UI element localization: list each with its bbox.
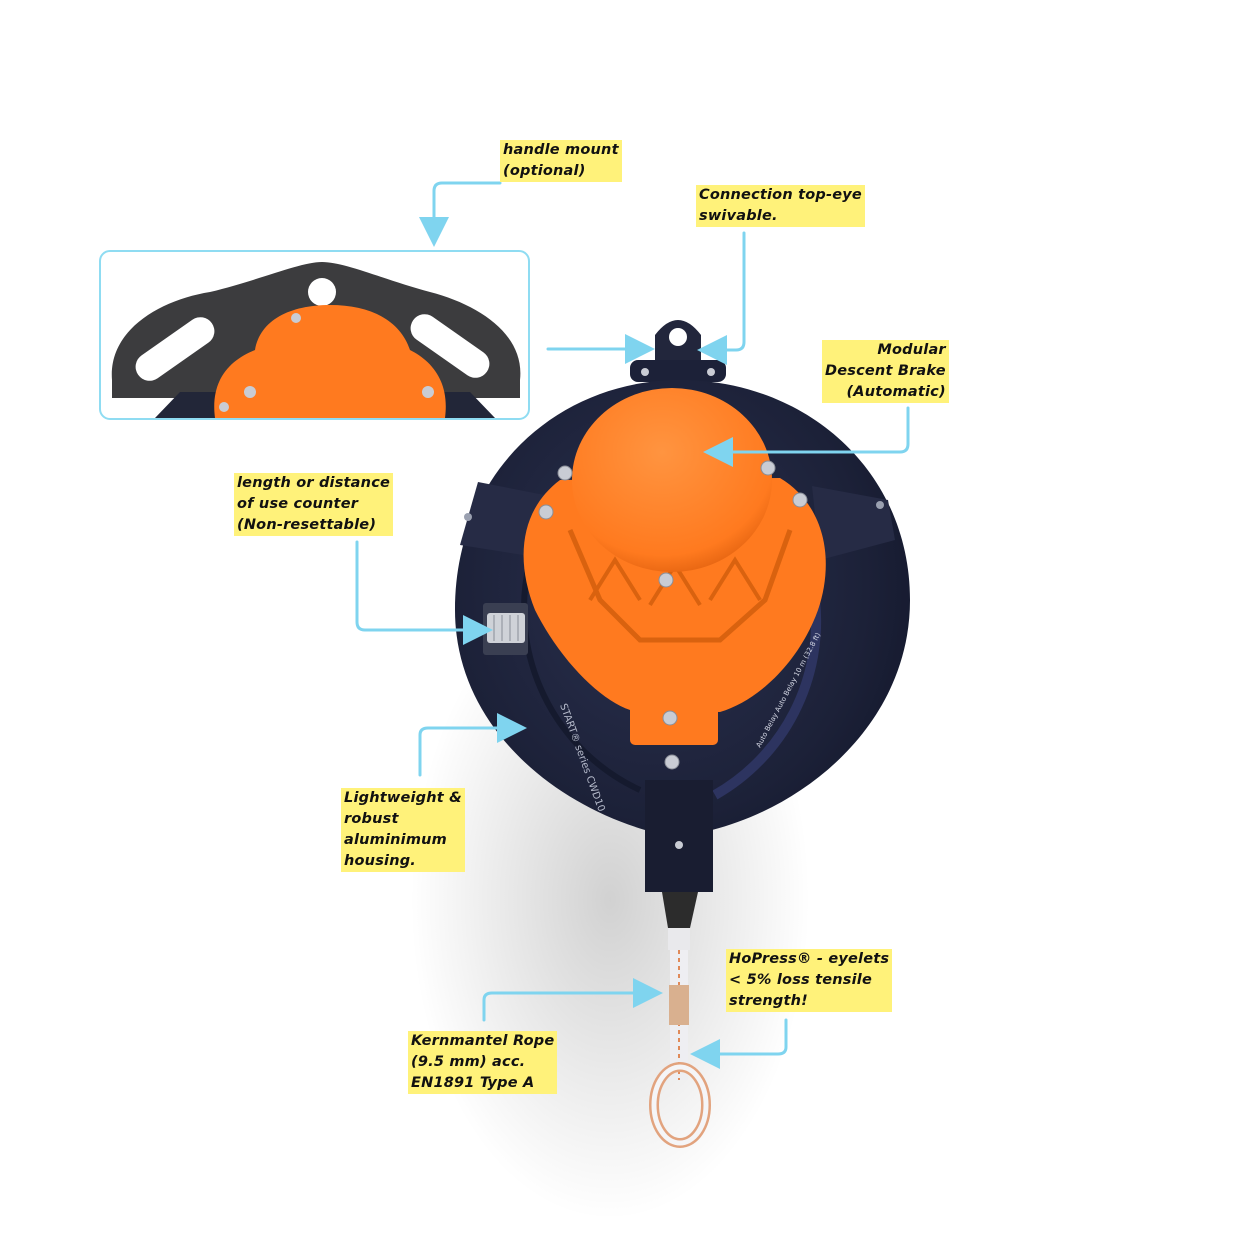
callout-arrows (355, 181, 910, 1069)
brake-bolts (538, 460, 808, 770)
arrow-top-eye (697, 231, 746, 365)
top-eye (630, 320, 726, 382)
note-hopress: HoPress® - eyelets < 5% loss tensile str… (726, 949, 893, 1012)
note-housing: Lightweight & robust aluminimum housing. (341, 788, 465, 872)
note-top-eye: Connection top-eye swivable. (696, 185, 865, 227)
arrow-counter (355, 540, 493, 645)
arrow-handle-mount (419, 181, 502, 247)
arrow-housing (418, 713, 527, 777)
note-rope: Kernmantel Rope (9.5 mm) acc. EN1891 Typ… (408, 1031, 558, 1094)
descent-brake (523, 388, 826, 745)
note-counter: length or distance of use counter (Non-r… (234, 473, 394, 536)
distance-counter (483, 603, 528, 655)
note-descent-brake: Modular Descent Brake (Automatic) (822, 340, 949, 403)
arrow-hopress (690, 1018, 788, 1069)
kernmantel-rope (649, 892, 711, 1148)
arrow-rope (482, 978, 663, 1022)
arrow-descent-brake (703, 406, 910, 467)
handle-mount-inset (99, 250, 530, 420)
note-handle-mount: handle mount (optional) (500, 140, 622, 182)
